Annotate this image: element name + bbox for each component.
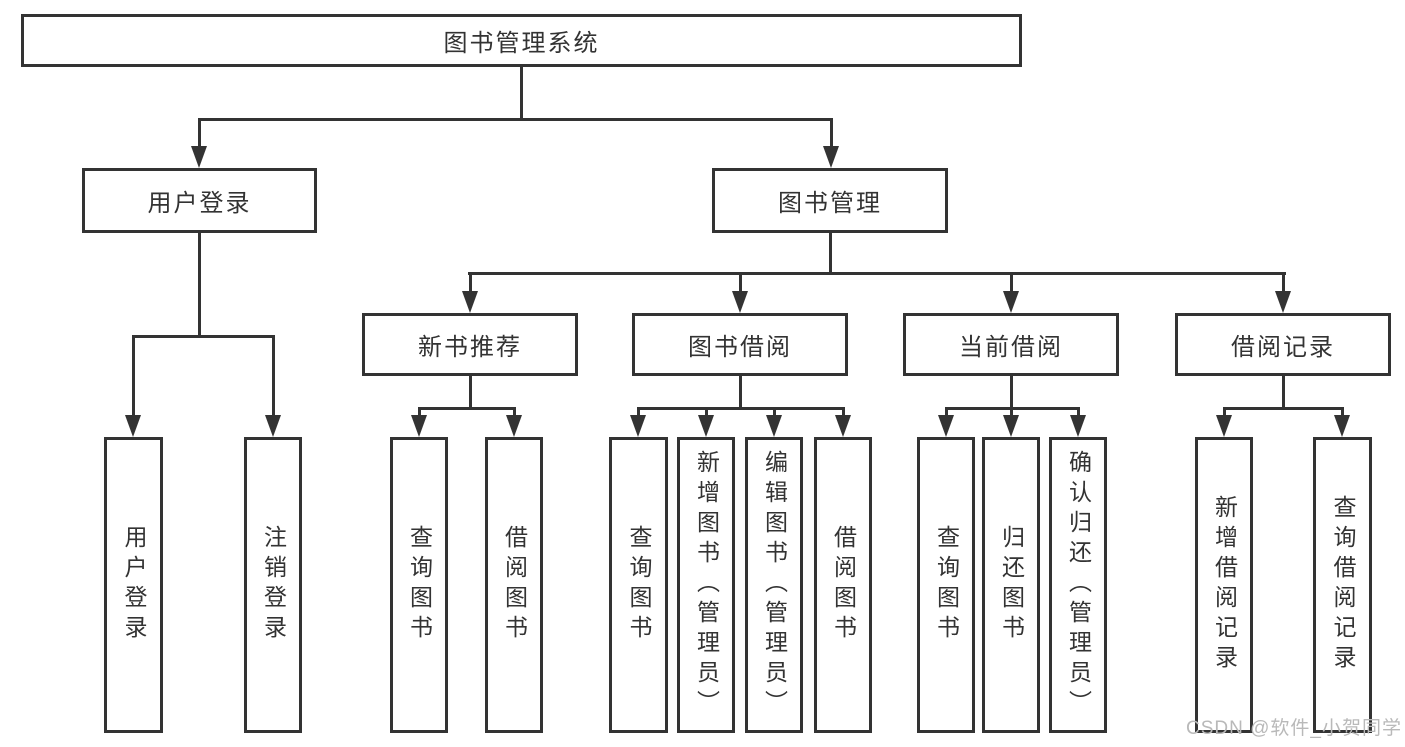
- connector-line: [1341, 407, 1344, 417]
- arrow-down-icon: [191, 146, 207, 168]
- connector-line: [705, 407, 708, 417]
- leaf-label: 新增图书（管理员）: [693, 450, 720, 720]
- leaf-label: 借阅图书: [501, 525, 528, 645]
- leaf-label: 归还图书: [998, 525, 1025, 645]
- connector-line: [1223, 407, 1344, 410]
- arrow-down-icon: [766, 415, 782, 437]
- leaf-label: 查询图书: [406, 525, 433, 645]
- arrow-down-icon: [1334, 415, 1350, 437]
- arrow-down-icon: [835, 415, 851, 437]
- connector-line: [418, 407, 516, 410]
- leaf-label: 注销登录: [260, 525, 287, 645]
- connector-line: [637, 407, 640, 417]
- leaf-query-borrow-record: 查询借阅记录: [1313, 437, 1372, 733]
- connector-line: [198, 118, 833, 121]
- node-new-book-recommend: 新书推荐: [362, 313, 578, 376]
- connector-line: [198, 118, 201, 148]
- connector-line: [418, 407, 421, 417]
- arrow-down-icon: [823, 146, 839, 168]
- node-current-borrow: 当前借阅: [903, 313, 1119, 376]
- connector-line: [469, 376, 472, 410]
- connector-line: [1282, 376, 1285, 410]
- csdn-watermark: CSDN @软件_小贺同学: [1186, 718, 1402, 739]
- arrow-down-icon: [1070, 415, 1086, 437]
- arrow-down-icon: [462, 291, 478, 313]
- arrow-down-icon: [1003, 415, 1019, 437]
- leaf-label: 编辑图书（管理员）: [761, 450, 788, 720]
- leaf-logout: 注销登录: [244, 437, 302, 733]
- connector-line: [1077, 407, 1080, 417]
- arrow-down-icon: [630, 415, 646, 437]
- leaf-add-book-admin: 新增图书（管理员）: [677, 437, 735, 733]
- leaf-edit-book-admin: 编辑图书（管理员）: [745, 437, 803, 733]
- connector-line: [945, 407, 948, 417]
- node-root: 图书管理系统: [21, 14, 1022, 67]
- leaf-query-book-current: 查询图书: [917, 437, 975, 733]
- connector-line: [773, 407, 776, 417]
- node-book-borrow: 图书借阅: [632, 313, 848, 376]
- connector-line: [198, 233, 201, 335]
- leaf-label: 确认归还（管理员）: [1065, 450, 1092, 720]
- leaf-add-borrow-record: 新增借阅记录: [1195, 437, 1253, 733]
- leaf-query-book-recommend: 查询图书: [390, 437, 448, 733]
- leaf-return-book: 归还图书: [982, 437, 1040, 733]
- arrow-down-icon: [698, 415, 714, 437]
- arrow-down-icon: [125, 415, 141, 437]
- connector-line: [1010, 407, 1013, 417]
- arrow-down-icon: [938, 415, 954, 437]
- leaf-confirm-return-admin: 确认归还（管理员）: [1049, 437, 1107, 733]
- arrow-down-icon: [411, 415, 427, 437]
- connector-line: [1223, 407, 1226, 417]
- arrow-down-icon: [265, 415, 281, 437]
- node-book-management: 图书管理: [712, 168, 948, 233]
- leaf-label: 查询借阅记录: [1330, 495, 1356, 675]
- leaf-label: 用户登录: [121, 525, 147, 645]
- leaf-borrow-book-recommend: 借阅图书: [485, 437, 543, 733]
- connector-line: [739, 272, 742, 293]
- connector-line: [739, 376, 742, 410]
- connector-line: [520, 67, 523, 121]
- node-user-login: 用户登录: [82, 168, 317, 233]
- connector-line: [1282, 272, 1285, 293]
- leaf-label: 借阅图书: [830, 525, 857, 645]
- leaf-borrow-book: 借阅图书: [814, 437, 872, 733]
- connector-line: [469, 272, 472, 293]
- connector-line: [513, 407, 516, 417]
- connector-line: [842, 407, 845, 417]
- arrow-down-icon: [732, 291, 748, 313]
- connector-line: [132, 335, 135, 417]
- arrow-down-icon: [1003, 291, 1019, 313]
- arrow-down-icon: [1216, 415, 1232, 437]
- arrow-down-icon: [1275, 291, 1291, 313]
- leaf-user-login: 用户登录: [104, 437, 163, 733]
- leaf-query-book-borrow: 查询图书: [609, 437, 668, 733]
- connector-line: [1010, 272, 1013, 293]
- connector-line: [132, 335, 275, 338]
- connector-line: [272, 335, 275, 417]
- connector-line: [829, 233, 832, 275]
- connector-line: [830, 118, 833, 148]
- connector-line: [1010, 376, 1013, 410]
- connector-line: [637, 407, 845, 410]
- leaf-label: 查询图书: [626, 525, 652, 645]
- leaf-label: 新增借阅记录: [1211, 495, 1238, 675]
- connector-line: [468, 272, 1286, 275]
- node-borrow-records: 借阅记录: [1175, 313, 1391, 376]
- leaf-label: 查询图书: [933, 525, 960, 645]
- arrow-down-icon: [506, 415, 522, 437]
